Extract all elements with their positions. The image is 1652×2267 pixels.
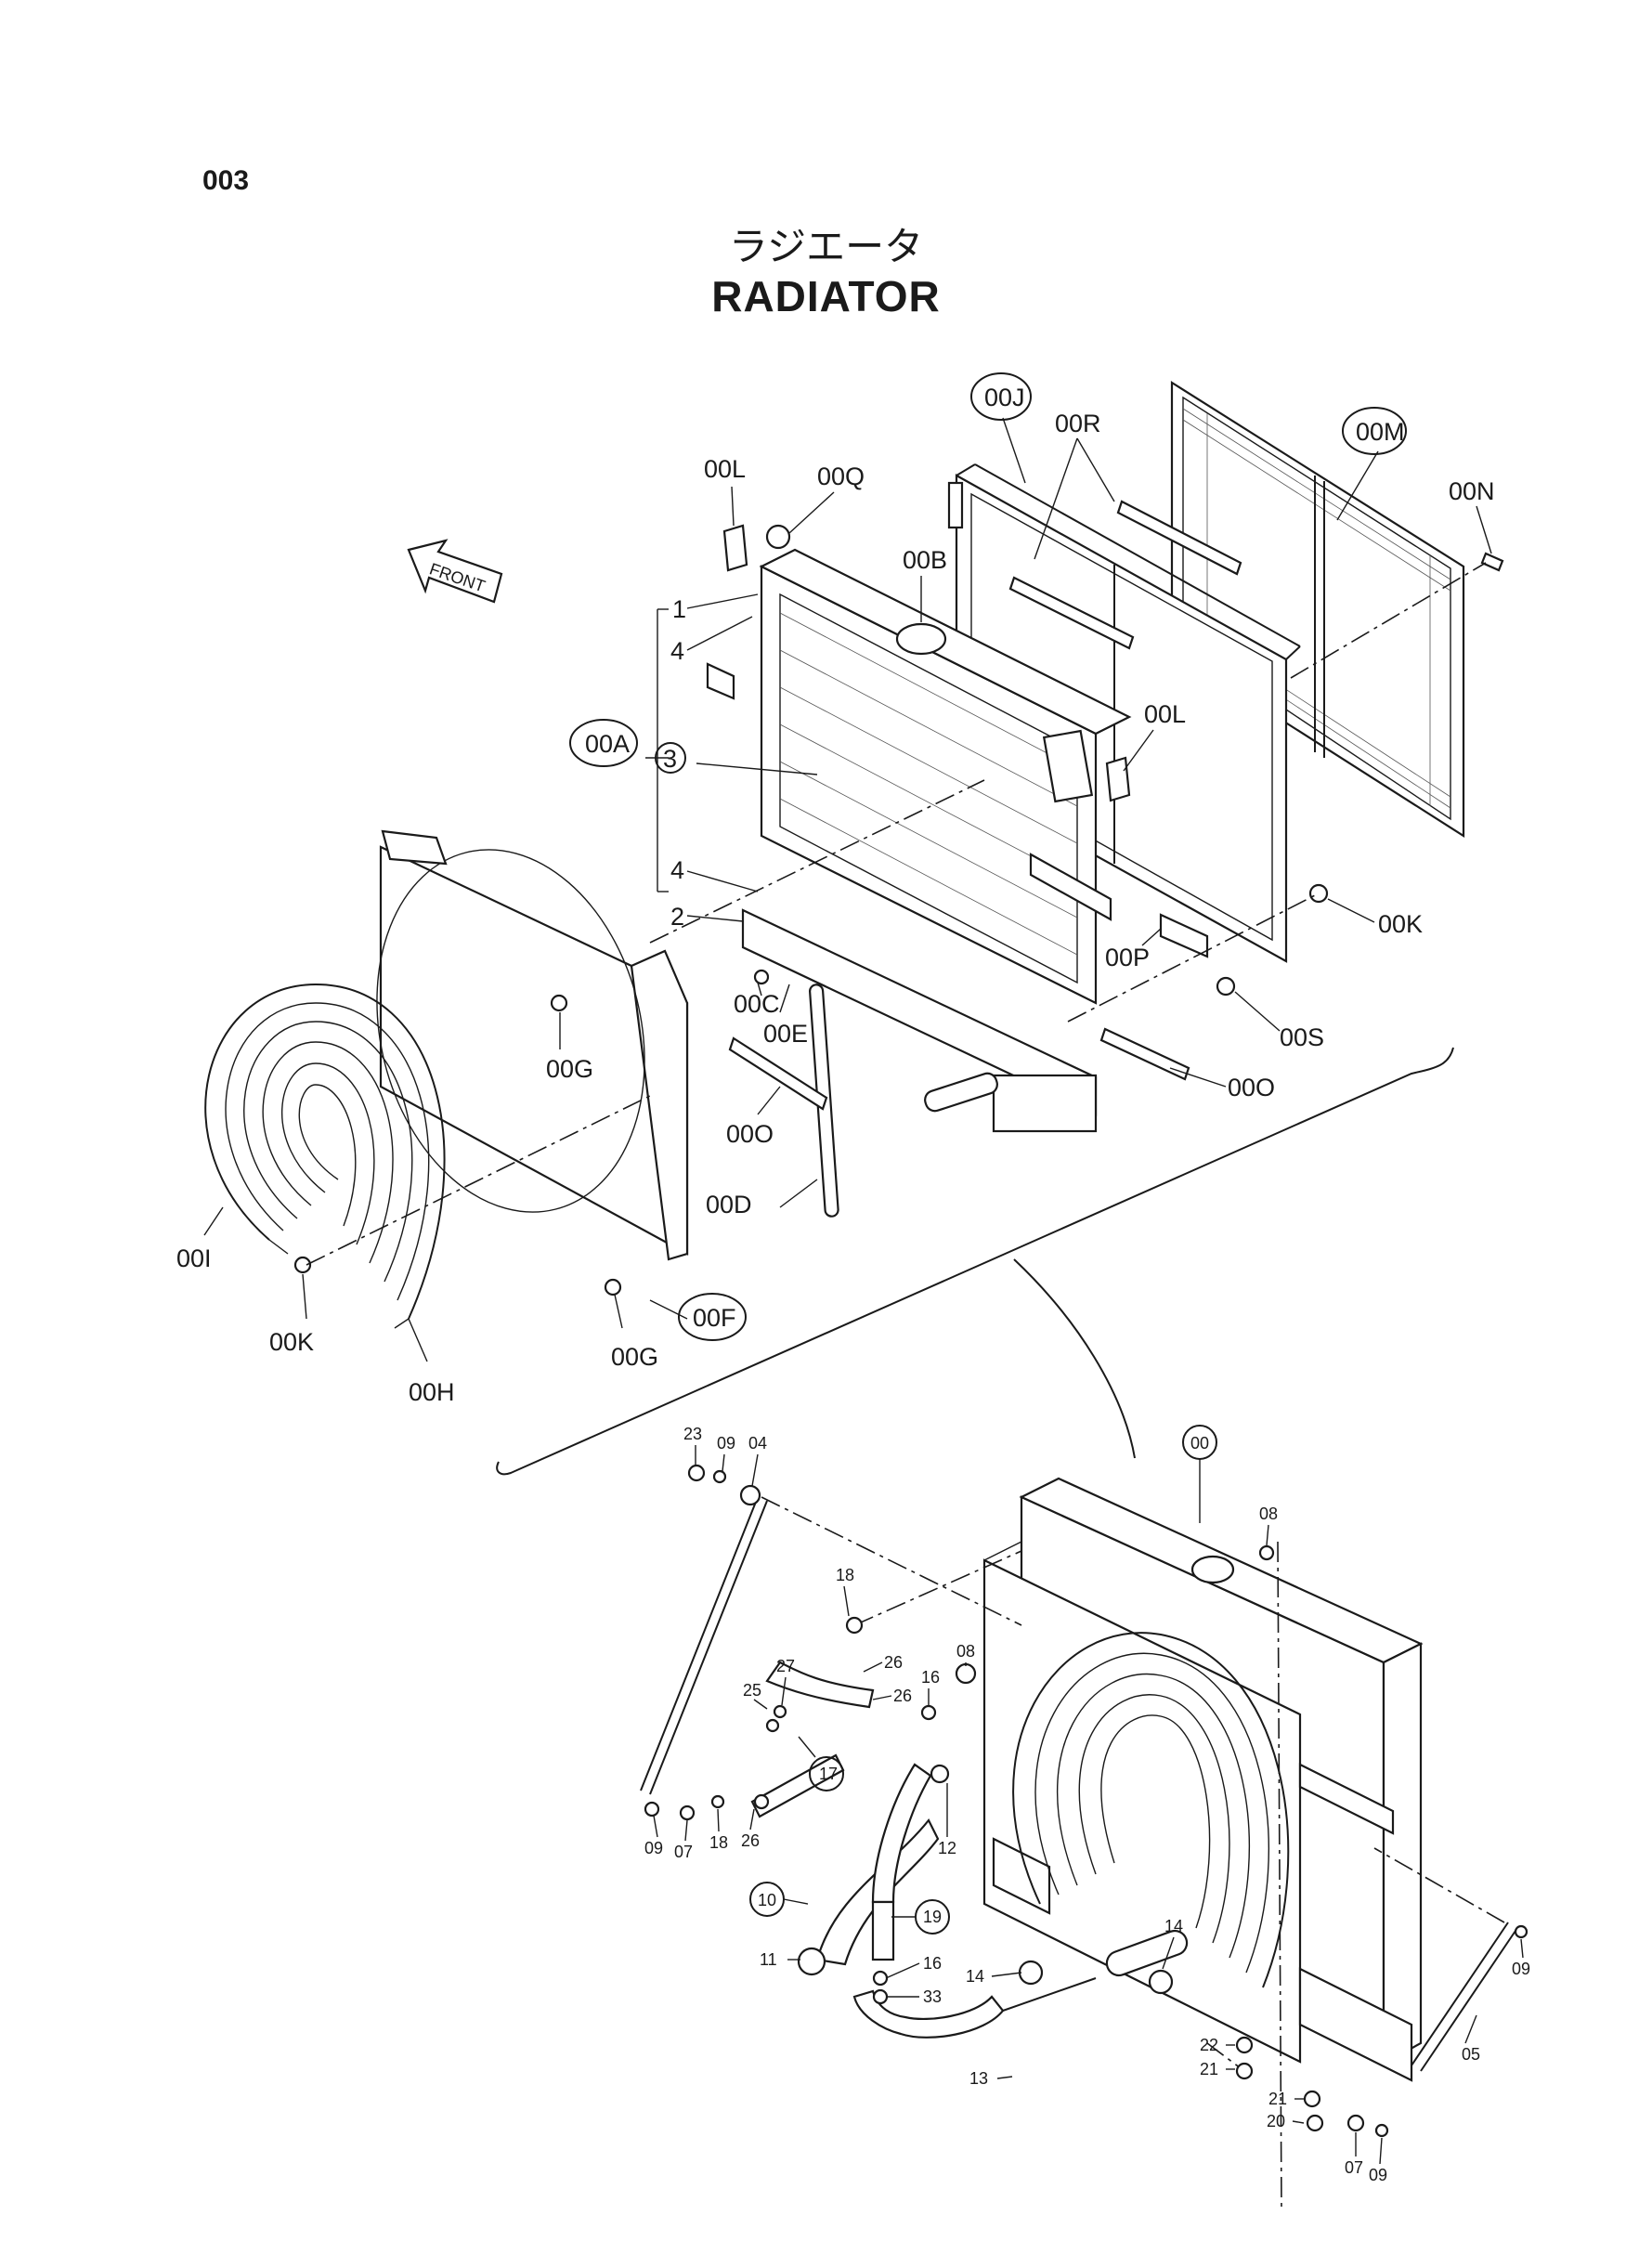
callout-00I: 00I: [176, 1244, 212, 1272]
callout-00Q: 00Q: [817, 463, 865, 490]
callout-25: 25: [743, 1681, 761, 1700]
callout-00C: 00C: [734, 990, 780, 1018]
callout-13: 13: [969, 2069, 988, 2088]
callout-14-left: 14: [966, 1967, 984, 1986]
section-divider: [496, 1047, 1454, 1476]
page-number: 003: [202, 165, 250, 196]
callout-09-left: 09: [644, 1839, 663, 1857]
title-japanese: ラジエータ: [728, 224, 924, 269]
leader-lines-upper: [203, 417, 1492, 1362]
callout-00E: 00E: [763, 1020, 808, 1048]
callout-00S: 00S: [1280, 1023, 1324, 1051]
callout-12: 12: [938, 1839, 956, 1857]
callout-4a: 4: [670, 637, 684, 665]
callout-3: 3: [663, 745, 677, 773]
radiator-core: [706, 548, 1209, 1133]
callout-19: 19: [923, 1908, 942, 1926]
front-arrow-icon: FRONT: [407, 539, 503, 604]
callout-27: 27: [776, 1657, 795, 1675]
callout-00L-right: 00L: [1144, 700, 1186, 728]
assembled-radiator: [982, 1477, 1424, 2082]
title-english: RADIATOR: [711, 272, 941, 320]
callout-18-bottom: 18: [709, 1833, 728, 1852]
callout-00B: 00B: [903, 546, 947, 574]
callout-22: 22: [1200, 2036, 1218, 2054]
callout-1: 1: [672, 595, 686, 623]
callout-00F: 00F: [693, 1304, 736, 1332]
callout-21-a: 21: [1200, 2060, 1218, 2078]
callout-00K-right: 00K: [1378, 910, 1423, 938]
callout-00N: 00N: [1449, 477, 1495, 505]
callout-09-bottom: 09: [1369, 2166, 1387, 2184]
hardware-upper: [293, 524, 1329, 1296]
callout-17: 17: [819, 1765, 838, 1783]
callout-circles-upper: [569, 372, 1407, 1341]
callout-23: 23: [683, 1425, 702, 1443]
assembled-fan-guard: [1012, 1632, 1290, 1988]
callout-07-left: 07: [674, 1843, 693, 1861]
callout-05: 05: [1462, 2045, 1480, 2064]
callout-00J: 00J: [984, 384, 1025, 411]
callout-33: 33: [923, 1987, 942, 2006]
callout-16-top: 16: [921, 1668, 940, 1687]
callout-07-right: 07: [1345, 2158, 1363, 2177]
callout-18-top: 18: [836, 1566, 854, 1584]
callout-09-right: 09: [1512, 1960, 1530, 1978]
callout-21-b: 21: [1268, 2090, 1287, 2108]
fan-shroud: [376, 829, 689, 1261]
callout-00A: 00A: [585, 730, 630, 758]
callout-2: 2: [670, 903, 684, 931]
callout-09-top: 09: [717, 1434, 735, 1453]
callout-16-bottom: 16: [923, 1954, 942, 1973]
callout-04: 04: [748, 1434, 767, 1453]
callout-10: 10: [758, 1891, 776, 1909]
callout-11: 11: [760, 1950, 777, 1969]
callout-00G-top: 00G: [546, 1055, 593, 1083]
strips-00R: [1008, 500, 1242, 650]
hardware-lower: [644, 1464, 1528, 2138]
callout-00G-bottom: 00G: [611, 1343, 658, 1371]
callout-14-right: 14: [1164, 1917, 1183, 1935]
callout-00P: 00P: [1105, 944, 1150, 971]
callout-4b: 4: [670, 856, 684, 884]
leader-lines-lower: [653, 1445, 1524, 2165]
fan-guard: [204, 983, 446, 1329]
callout-26-c: 26: [741, 1831, 760, 1850]
callout-00: 00: [1190, 1434, 1209, 1453]
callout-20: 20: [1267, 2112, 1285, 2130]
callout-00L-top: 00L: [704, 455, 746, 483]
callout-00M: 00M: [1356, 418, 1405, 446]
callout-00O-right: 00O: [1228, 1074, 1275, 1101]
callout-26-a: 26: [884, 1653, 903, 1672]
callout-08-mid: 08: [956, 1642, 975, 1661]
callout-26-b: 26: [893, 1687, 912, 1705]
stay-rods: [640, 1496, 1518, 2072]
callout-08-top: 08: [1259, 1505, 1278, 1523]
callout-00K-left: 00K: [269, 1328, 314, 1356]
callout-00H: 00H: [409, 1378, 455, 1406]
callout-00O-left: 00O: [726, 1120, 774, 1148]
callout-00D: 00D: [706, 1191, 752, 1218]
hoses-pipes: [750, 1661, 1189, 2039]
callout-00R: 00R: [1055, 410, 1101, 437]
